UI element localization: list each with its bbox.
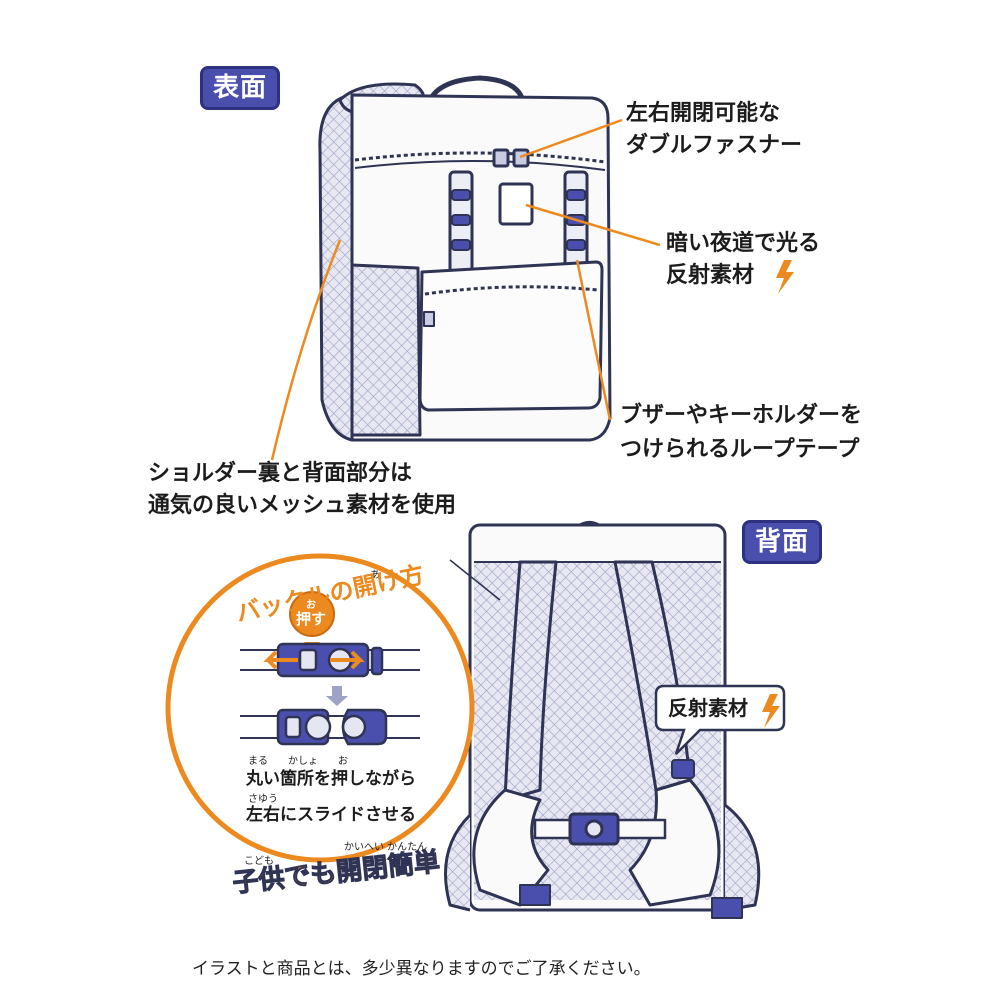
press-ruby: お bbox=[306, 600, 316, 611]
inst-line2-ruby: さゆう bbox=[248, 794, 278, 805]
side-mesh-pocket bbox=[350, 263, 422, 437]
inst-line1-ruby: まる かしょ お bbox=[248, 756, 348, 767]
loop-label-line2: つけられるループテープ bbox=[620, 437, 860, 462]
strap-reflector bbox=[671, 759, 695, 779]
front-handle bbox=[427, 75, 525, 102]
press-label: 押す bbox=[296, 610, 327, 628]
back-reflect-label: 反射素材 bbox=[668, 696, 748, 720]
disclaimer-note: イラストと商品とは、多少異なりますのでご了承ください。 bbox=[192, 959, 651, 979]
footer-ruby1: こども bbox=[244, 856, 274, 867]
buckle-title-ruby: あ bbox=[370, 570, 380, 581]
reflector-tag bbox=[498, 182, 534, 226]
front-backpack bbox=[318, 75, 612, 442]
bolt-icon bbox=[762, 694, 780, 728]
chest-buckle bbox=[568, 812, 620, 846]
front-top-zipper bbox=[354, 151, 606, 164]
inst-line2: 左右にスライドさせる bbox=[246, 805, 416, 825]
zipper-icon bbox=[492, 148, 530, 168]
arrow-down-icon bbox=[326, 686, 348, 706]
mesh-label-line1: ショルダー裏と背面部分は bbox=[148, 461, 413, 486]
buckle-circle bbox=[165, 553, 475, 863]
front-pocket bbox=[418, 260, 604, 412]
buckle-leader bbox=[449, 559, 501, 601]
reflect-label-line1: 暗い夜道で光る bbox=[666, 231, 821, 256]
loop-label-line1: ブザーやキーホルダーを bbox=[620, 403, 863, 428]
arrow-right-icon bbox=[330, 650, 365, 670]
front-badge: 表面 bbox=[200, 66, 281, 110]
back-badge: 背面 bbox=[742, 520, 823, 564]
arrow-left-icon bbox=[263, 650, 298, 670]
reflect-callout-bubble bbox=[654, 684, 786, 755]
back-lower-left-strap bbox=[472, 788, 550, 907]
footer-ruby2: かいへい かんたん bbox=[344, 842, 428, 853]
zipper-label-line2: ダブルファスナー bbox=[626, 133, 803, 158]
leader-lines-front bbox=[270, 118, 661, 461]
zipper-label-line1: 左右開閉可能な bbox=[626, 101, 781, 126]
back-left-strap bbox=[503, 560, 558, 802]
bolt-icon bbox=[776, 260, 794, 294]
mesh-label-line2: 通気の良いメッシュ素材を使用 bbox=[148, 493, 457, 518]
buckle-open-icon bbox=[240, 708, 420, 746]
reflect-label-line2: 反射素材 bbox=[666, 263, 755, 288]
front-mesh-strap bbox=[318, 93, 354, 442]
inst-line1: 丸い箇所を押しながら bbox=[246, 769, 416, 789]
